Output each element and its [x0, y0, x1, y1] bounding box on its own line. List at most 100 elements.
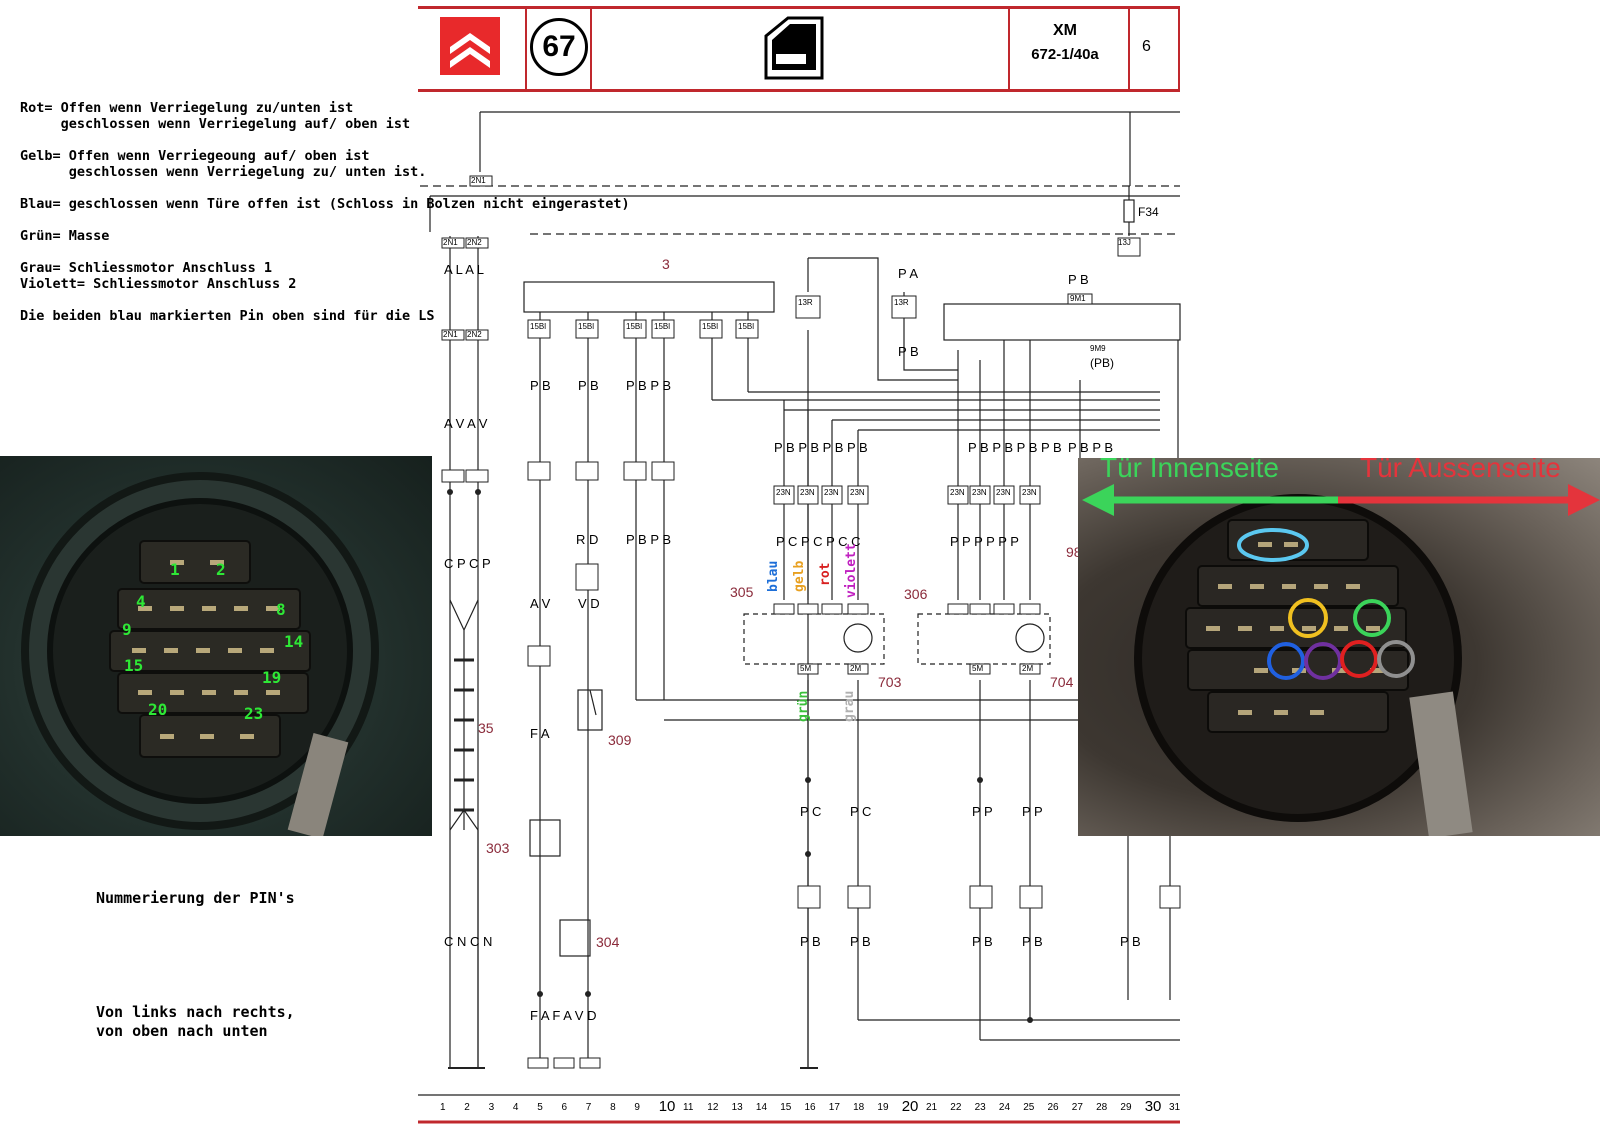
pin-label-19: 19: [262, 668, 282, 687]
fuse-label: F34: [1138, 205, 1159, 219]
connector-15bl-1: 15Bl: [738, 322, 755, 331]
axis-number: 23: [974, 1102, 986, 1113]
pins-fafavd: F A F A V D: [530, 1008, 597, 1023]
pin-label-20: 20: [148, 700, 168, 719]
connector-23n-11b: 23N: [972, 488, 987, 497]
connector-15bl-2: 15Bl: [654, 322, 671, 331]
pin-function-notes: Rot= Offen wenn Verriegelung zu/unten is…: [20, 100, 740, 340]
pins-pb-r: P B: [898, 344, 919, 359]
axis-number: 25: [1023, 1102, 1035, 1113]
component-306: 306: [904, 586, 928, 602]
caption-body: Von links nach rechts, von oben nach unt…: [96, 1003, 295, 1040]
wire-label-rot: rot: [818, 562, 833, 586]
axis-number: 21: [926, 1102, 938, 1113]
pins-pb-6: P B: [578, 378, 599, 393]
pin-label-4: 4: [136, 592, 146, 611]
connector-15bl-4: 15Bl: [626, 322, 643, 331]
connector-2m2b: 2M: [1022, 664, 1034, 673]
connector-13r-b5: 13R: [894, 298, 909, 307]
component-35: 35: [478, 720, 494, 736]
connector-9m9: 9M9: [1090, 344, 1106, 353]
sheet-header: [418, 6, 1180, 92]
pins-fa: F A: [530, 726, 550, 741]
connector-2n1-b: 2N1: [443, 330, 458, 339]
axis-number: 12: [707, 1102, 719, 1113]
component-3: 3: [662, 256, 670, 272]
axis-number: 2: [464, 1102, 470, 1113]
component-305: 305: [730, 584, 754, 600]
pins-cncn: C N C N: [444, 934, 493, 949]
pin-label-9: 9: [122, 620, 132, 639]
note-grau-violett: Grau= Schliessmotor Anschluss 1 Violett=…: [20, 260, 297, 292]
pin-label-14: 14: [284, 632, 304, 651]
citroen-logo: [440, 17, 500, 75]
component-304: 304: [596, 934, 620, 950]
pins-pbpb: P B P B: [626, 378, 672, 393]
axis-number: 24: [998, 1102, 1011, 1113]
connector-13r-a5: 13R: [798, 298, 813, 307]
pins-pb-g: P B: [1120, 934, 1141, 949]
pins-pp-b: P P: [1022, 804, 1043, 819]
connector-photo-numbered: 1 2 4 8 9 14 15 19 20 23: [0, 456, 432, 836]
axis-number: 27: [1071, 1102, 1083, 1113]
pins-pb-top: P B: [1068, 272, 1089, 287]
wire-label-gelb: gelb: [792, 560, 807, 592]
axis-number: 5: [537, 1102, 543, 1113]
door-outside-label: Tür Aussenseite: [1360, 458, 1561, 483]
connector-23n-16: 23N: [776, 488, 791, 497]
connector-illustration: [21, 472, 379, 836]
pins-pppppp: P P P P P P: [950, 534, 1019, 549]
pins-pbpb-r: P B P B: [1068, 440, 1114, 455]
pins-pbpbpbpb-b: P B P B P B P B: [968, 440, 1062, 455]
axis-number: 16: [804, 1102, 816, 1113]
axis-number: 13: [731, 1102, 743, 1113]
axis-number: 30: [1144, 1098, 1162, 1115]
axis-number: 15: [780, 1102, 792, 1113]
pins-pcpcpcc: P C P C P C C: [776, 534, 861, 549]
axis-number: 26: [1047, 1102, 1059, 1113]
axis-number: 7: [585, 1102, 592, 1113]
connector-23n-11: 23N: [800, 488, 815, 497]
axis-number: 10: [658, 1098, 676, 1115]
component-703: 703: [878, 674, 902, 690]
chapter-number: 67: [530, 18, 588, 76]
pin-numbering-caption: Nummerierung der PIN's Von links nach re…: [96, 851, 295, 1079]
axis-number: 29: [1120, 1102, 1132, 1113]
connector-23n-17: 23N: [850, 488, 865, 497]
connector-pb: (PB): [1090, 356, 1114, 370]
wire-label-grau: grau: [842, 690, 857, 722]
connector-5m5: 5M: [800, 664, 812, 673]
connector-23n-17b: 23N: [1022, 488, 1037, 497]
axis-number: 28: [1096, 1102, 1108, 1113]
wire-label-violett: violett: [844, 543, 859, 598]
note-blau: Blau= geschlossen wenn Türe offen ist (S…: [20, 196, 630, 212]
wire-label-blau: blau: [766, 560, 781, 592]
connector-illustration-right: [1082, 484, 1600, 836]
double-chevron-icon: [450, 33, 490, 68]
pins-vd: V D: [578, 596, 600, 611]
pins-pb-5: P B: [530, 378, 551, 393]
axis-number: 22: [950, 1102, 962, 1113]
axis-number: 18: [853, 1102, 865, 1113]
axis-number: 19: [877, 1102, 889, 1113]
axis-number: 14: [755, 1102, 768, 1113]
note-grun: Grün= Masse: [20, 228, 110, 244]
pins-alal: A L A L: [444, 262, 485, 277]
note-ls: Die beiden blau markierten Pin oben sind…: [20, 308, 435, 324]
pins-pb-c: P B: [800, 934, 821, 949]
connector-2n2-b: 2N2: [467, 330, 482, 339]
connector-23n-18: 23N: [824, 488, 839, 497]
axis-number: 3: [488, 1102, 495, 1113]
axis-number: 6: [561, 1102, 568, 1113]
connector-5m1: 5M: [972, 664, 984, 673]
note-rot: Rot= Offen wenn Verriegelung zu/unten is…: [20, 100, 411, 132]
connector-2n1-top: 2N1: [471, 176, 486, 185]
axis-number: 11: [683, 1102, 694, 1113]
axis-number: 20: [901, 1098, 919, 1115]
pins-pbpb-b: P B P B: [626, 532, 672, 547]
note-gelb: Gelb= Offen wenn Verriegeoung auf/ oben …: [20, 148, 427, 180]
pins-av: A V: [530, 596, 551, 611]
component-98: 98: [1066, 544, 1082, 560]
